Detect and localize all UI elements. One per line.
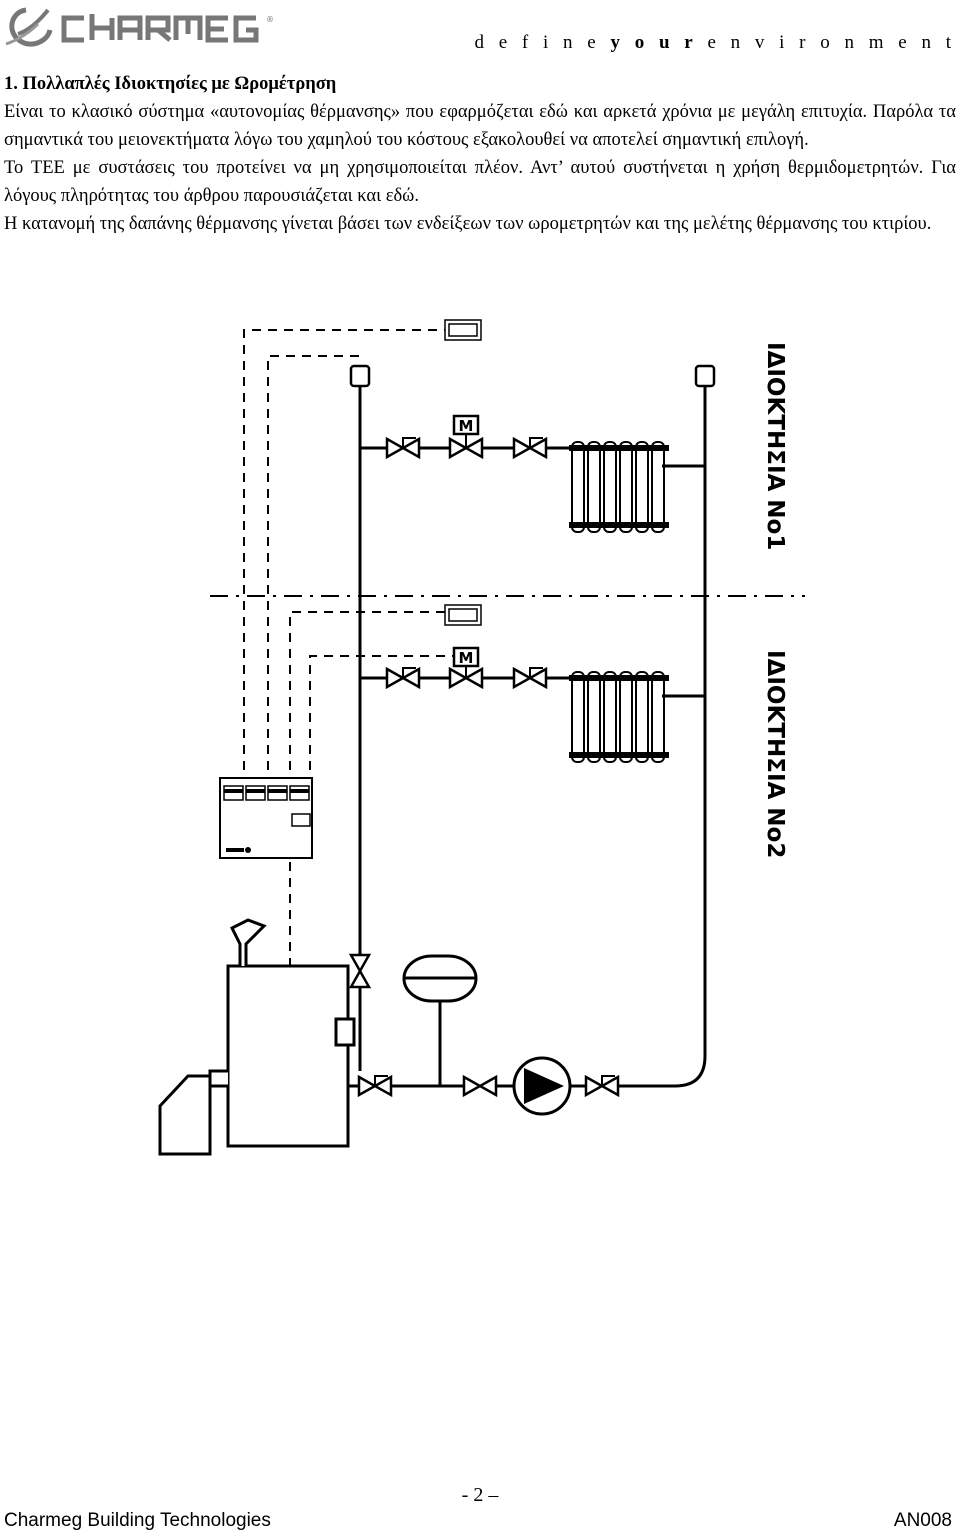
svg-text:M: M: [459, 649, 474, 667]
motorized-valve-2: M: [452, 646, 480, 678]
page-header: ® d e f i n e y o u r e n v i r o n m e …: [0, 0, 960, 60]
page-number: - 2 –: [461, 1484, 499, 1506]
heating-system-diagram: M M: [140, 316, 840, 1181]
hour-meter-2: [444, 604, 482, 626]
radiator-2: [568, 671, 670, 763]
section-heading: 1. Πολλαπλές Ιδιοκτησίες με Ωρομέτρηση: [4, 74, 337, 94]
expansion-vessel: [402, 954, 478, 1021]
property-1-label: ΙΔΙΟΚΤΗΣΙΑ Νο1: [762, 342, 788, 550]
control-panel: [219, 777, 313, 859]
paragraph-2: Το ΤΕΕ με συστάσεις του προτείνει να μη …: [4, 158, 956, 206]
paragraph-3: Η κατανομή της δαπάνης θέρμανσης γίνεται…: [4, 214, 932, 234]
motorized-valve-1: M: [452, 414, 480, 448]
charmeg-logo: ®: [4, 4, 304, 57]
article-body: 1. Πολλαπλές Ιδιοκτησίες με Ωρομέτρηση Ε…: [4, 70, 956, 238]
tagline: d e f i n e y o u r e n v i r o n m e n …: [474, 32, 956, 53]
paragraph-1: Είναι το κλασικό σύστημα «αυτονομίας θέρ…: [4, 102, 956, 150]
hour-meter-1: [444, 319, 482, 341]
property-2-label: ΙΔΙΟΚΤΗΣΙΑ Νο2: [762, 650, 788, 858]
footer-doc-code: AN008: [893, 1510, 952, 1531]
circulator-pump: [512, 1056, 572, 1116]
svg-text:®: ®: [266, 15, 274, 24]
boiler: [158, 918, 356, 1156]
svg-text:M: M: [459, 417, 474, 435]
footer-company: Charmeg Building Technologies: [4, 1510, 271, 1531]
radiator-1: [568, 441, 670, 533]
